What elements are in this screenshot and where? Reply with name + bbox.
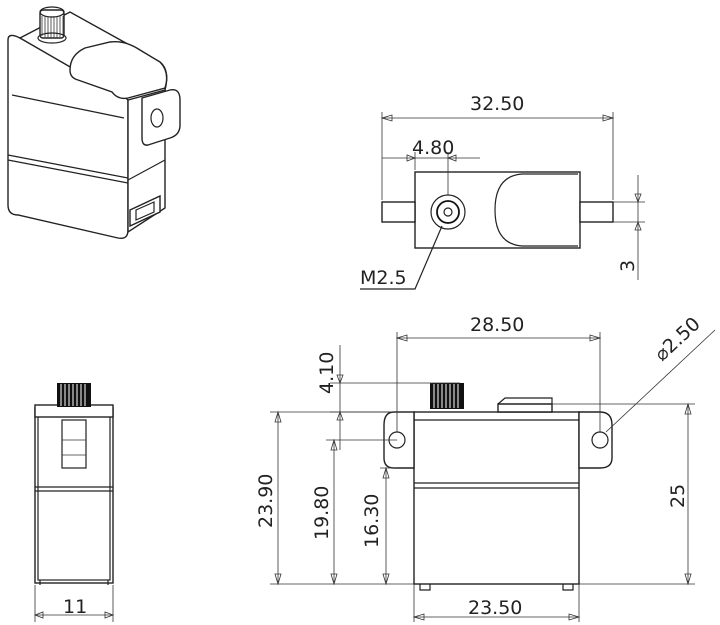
side-view — [33, 383, 115, 622]
dim-hole-diameter: ⌀2.50 — [650, 313, 704, 366]
isometric-view — [7, 6, 181, 240]
dim-body-height: 16.30 — [361, 494, 383, 548]
front-view — [270, 329, 716, 622]
dim-top-width: 32.50 — [470, 93, 524, 115]
thread-callout: M2.5 — [360, 267, 407, 289]
dim-side-width: 11 — [63, 596, 87, 618]
dim-body-width: 23.50 — [468, 597, 522, 619]
side-gear-icon — [57, 383, 91, 407]
dim-tab-height: 3 — [617, 260, 639, 272]
dim-total-height: 23.90 — [255, 474, 277, 528]
isometric-gear-icon — [37, 6, 67, 44]
dim-case-height: 25 — [667, 484, 689, 508]
dim-height-to-tab: 19.80 — [311, 486, 333, 540]
dim-top-offset: 4.10 — [316, 352, 338, 394]
front-gear-icon — [430, 383, 464, 409]
dim-horn-offset: 4.80 — [412, 137, 454, 159]
dim-hole-span: 28.50 — [470, 314, 524, 336]
top-view — [360, 112, 645, 290]
